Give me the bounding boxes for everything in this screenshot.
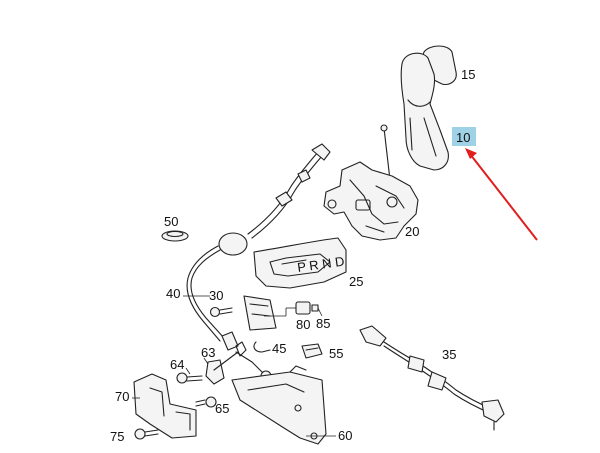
part-50-grommet: [161, 230, 189, 242]
callout-35: 35: [442, 347, 456, 362]
callout-85: 85: [316, 316, 330, 331]
callout-30: 30: [209, 288, 223, 303]
callout-20: 20: [405, 224, 419, 239]
svg-text:P R N D: P R N D: [296, 254, 345, 275]
callout-64: 64: [170, 357, 184, 372]
part-60-base-bracket: [231, 365, 327, 445]
highlight-box: [452, 127, 476, 146]
callout-75: 75: [110, 429, 124, 444]
part-63-linkage: [205, 341, 247, 385]
callout-55: 55: [329, 346, 343, 361]
callout-63: 63: [201, 345, 215, 360]
callout-80: 80: [296, 317, 310, 332]
part-20-selector-housing: [323, 124, 419, 241]
part-70-bracket: [133, 373, 197, 439]
callout-10: 10: [456, 130, 470, 145]
part-75-bolt: [134, 428, 159, 440]
part-35-cable: [359, 325, 505, 431]
callout-15: 15: [461, 67, 475, 82]
part-64-bolt: [176, 372, 203, 384]
callout-60: 60: [338, 428, 352, 443]
part-40-shift-cable: [186, 143, 331, 382]
part-65-bolt: [195, 396, 217, 408]
part-80-bracket: [243, 295, 319, 331]
part-10-shift-knob: [400, 52, 449, 171]
callout-40: 40: [166, 286, 180, 301]
callout-50: 50: [164, 214, 178, 229]
callout-25: 25: [349, 274, 363, 289]
part-30-bolt: [209, 306, 233, 318]
part-55-clip: [301, 343, 323, 359]
part-45-clip: [253, 341, 271, 353]
red-arrow: [465, 148, 538, 241]
callout-45: 45: [272, 341, 286, 356]
part-25-cover: P R N D: [253, 237, 347, 289]
callout-70: 70: [115, 389, 129, 404]
leader-lines: [132, 295, 336, 437]
callout-65: 65: [215, 401, 229, 416]
